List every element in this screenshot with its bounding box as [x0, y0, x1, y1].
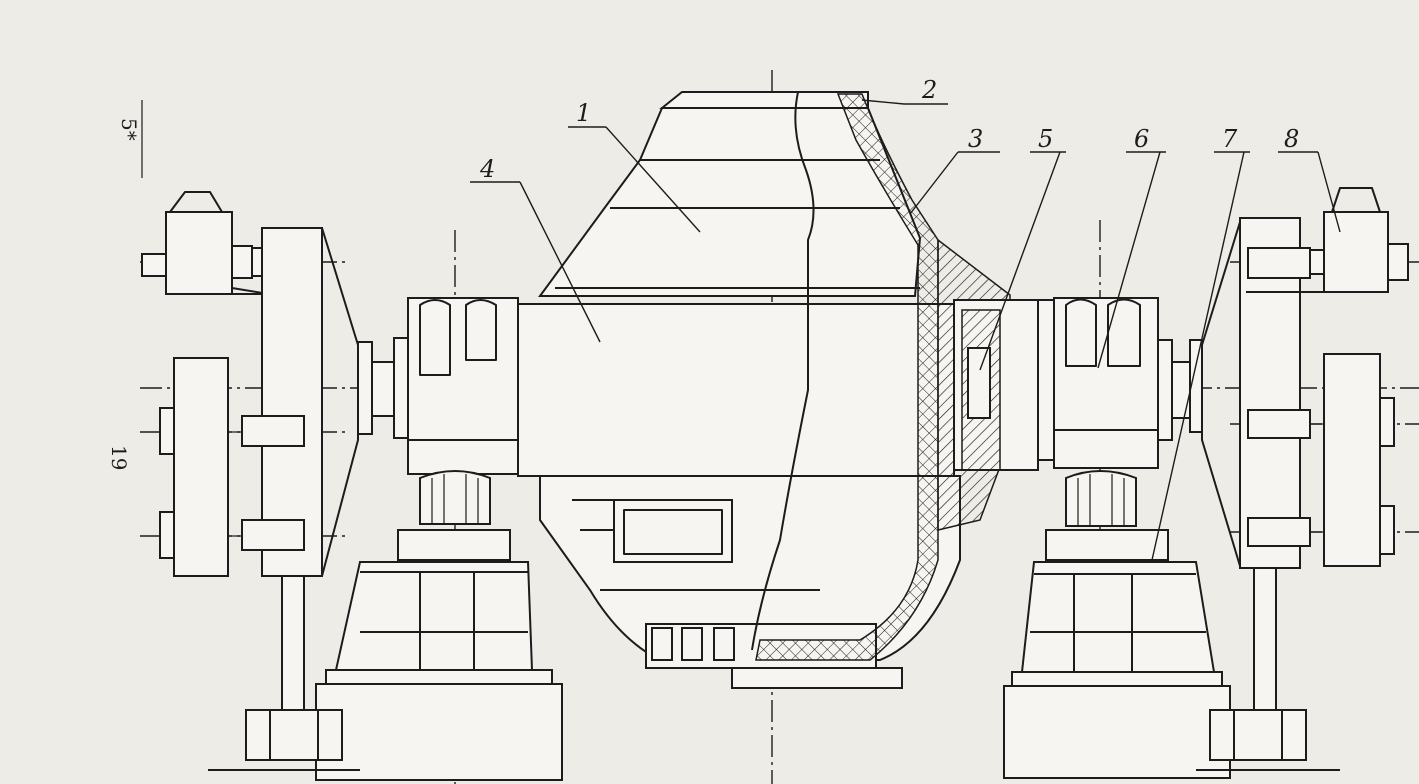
margin-note-middle-text: 19: [107, 445, 131, 470]
margin-note-middle: 19: [107, 445, 131, 470]
callout-5: 5: [1038, 125, 1053, 153]
callout-leaders: [470, 99, 1341, 561]
callout-2: 2: [921, 76, 937, 104]
callout-4: 4: [479, 155, 495, 183]
callout-6: 6: [1134, 125, 1149, 153]
margin-note-top-text: 5*: [117, 118, 141, 141]
mill-drum: [517, 91, 1039, 689]
callout-7: 7: [1222, 125, 1238, 153]
left-drive-unit: [141, 191, 563, 781]
callout-1: 1: [576, 99, 591, 127]
margin-note-top: 5*: [117, 100, 143, 178]
callout-3: 3: [968, 125, 983, 153]
callout-8: 8: [1284, 125, 1299, 153]
callout-labels: 1 2 3 4 5 6 7 8: [479, 76, 1299, 183]
right-drive-unit: [1003, 187, 1409, 779]
